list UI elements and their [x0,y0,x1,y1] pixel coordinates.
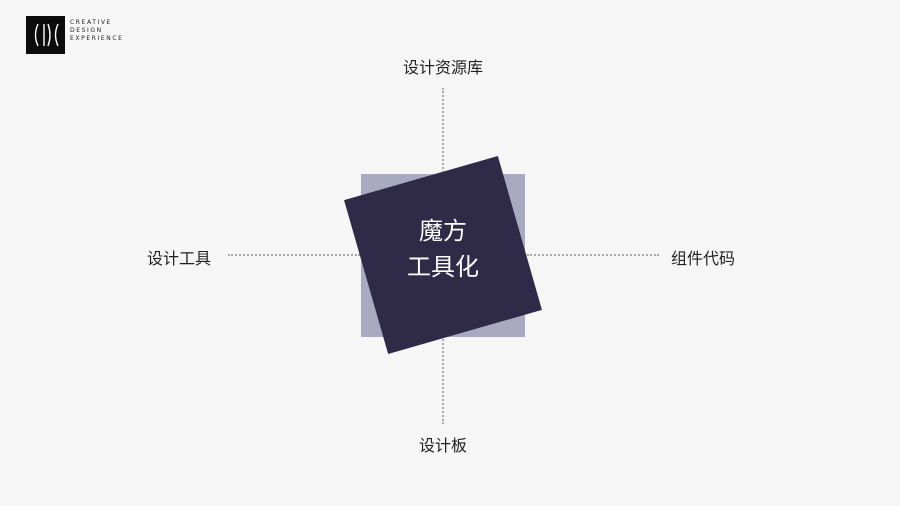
label-design-resource-library: 设计资源库 [402,58,484,77]
connector-left [228,254,360,256]
logo-line-design: DESIGN [70,27,103,34]
connector-bottom [442,336,444,424]
connector-top [442,88,444,180]
cde-logo-icon [26,16,65,54]
center-title-line1: 魔方 [419,217,467,245]
connector-right [527,254,659,256]
cde-logo: CREATIVE DESIGN EXPERIENCE [26,16,124,54]
label-design-tools: 设计工具 [147,249,212,268]
label-design-board: 设计板 [418,436,468,455]
center-title-line2: 工具化 [407,253,479,281]
cde-logo-wordmark: CREATIVE DESIGN EXPERIENCE [70,19,124,43]
logo-line-experience: EXPERIENCE [70,35,124,42]
center-title: 魔方 工具化 [363,213,523,285]
logo-line-creative: CREATIVE [70,19,112,26]
label-component-code: 组件代码 [671,249,736,268]
